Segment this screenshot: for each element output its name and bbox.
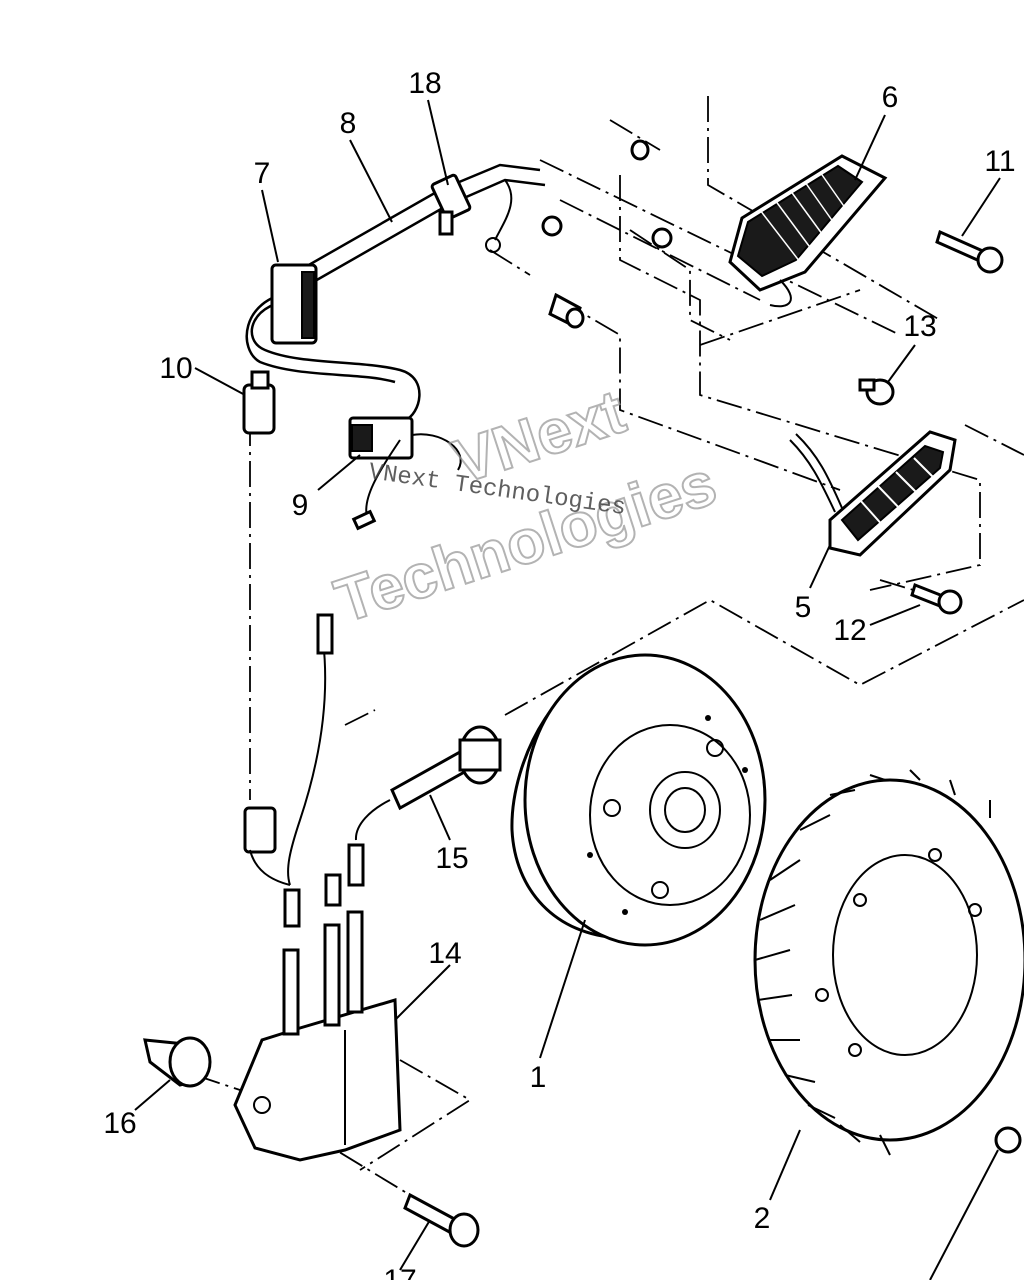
collar	[143, 1036, 212, 1088]
callout-17: 17	[383, 1264, 416, 1280]
spark-plug-cap	[354, 725, 502, 841]
callout-12: 12	[833, 614, 866, 647]
fan-bolt	[929, 1126, 1022, 1280]
cooling-fan	[753, 769, 1024, 1156]
leader-lines	[134, 99, 1001, 1271]
callout-16: 16	[103, 1107, 136, 1140]
cdi-lead-wires	[243, 613, 334, 886]
relay	[348, 416, 462, 531]
callout-14: 14	[428, 937, 461, 970]
connector-block	[270, 263, 318, 345]
screw-12	[910, 583, 963, 615]
wire-harness	[245, 163, 546, 422]
callout-1: 1	[530, 1061, 547, 1094]
watermark: VNext Technologies VNext Technologies	[326, 376, 725, 637]
callout-2: 2	[754, 1202, 771, 1235]
callout-7: 7	[254, 157, 271, 190]
cdi-unit	[233, 843, 402, 1162]
lighting-coil	[728, 154, 888, 308]
cdi-bolt	[403, 1192, 480, 1248]
assembly-alignment-lines	[194, 96, 1024, 1196]
callout-8: 8	[340, 107, 357, 140]
flywheel	[510, 653, 767, 947]
callout-10: 10	[159, 352, 192, 385]
callout-labels: 18 8 7 6 11 13 10 9 5 12 14 15 16 1 2 17	[103, 67, 1015, 1280]
pulser-coil	[789, 430, 957, 557]
plug-connector	[242, 370, 276, 435]
callout-5: 5	[795, 591, 812, 624]
callout-15: 15	[435, 842, 468, 875]
screw-11	[935, 229, 1004, 274]
callout-18: 18	[408, 67, 441, 100]
harness-clamp	[430, 173, 472, 236]
screw-13	[858, 378, 895, 406]
callout-13: 13	[903, 310, 936, 343]
bushings	[541, 139, 673, 329]
callout-9: 9	[292, 489, 309, 522]
callout-6: 6	[882, 81, 899, 114]
callout-11: 11	[984, 145, 1015, 178]
